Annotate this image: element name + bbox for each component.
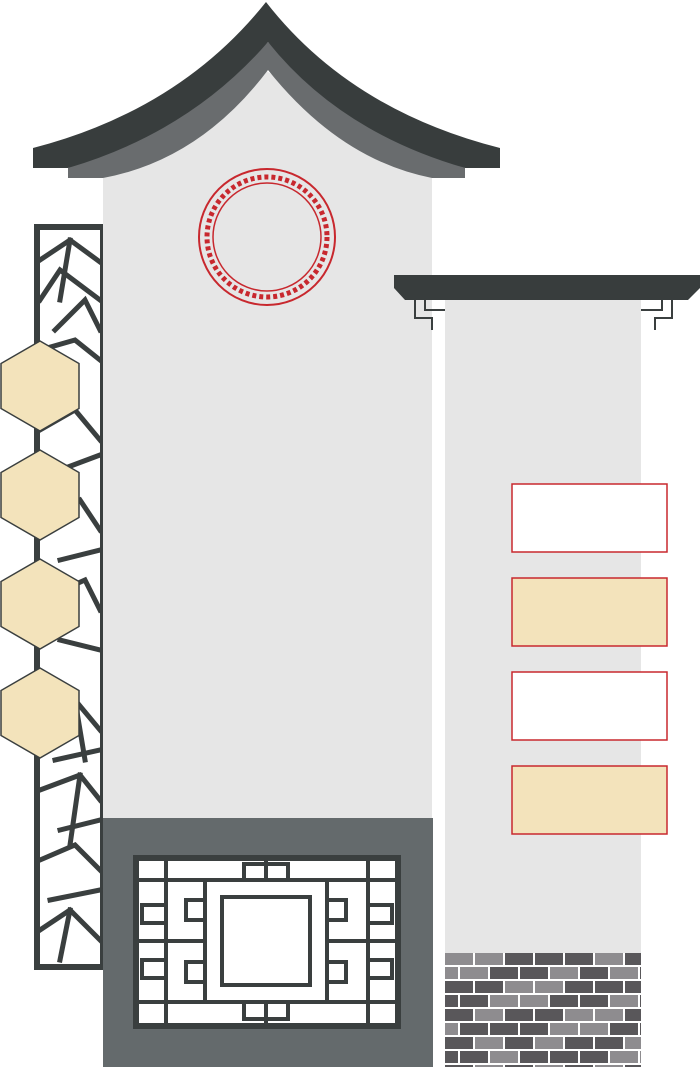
brick bbox=[475, 1065, 503, 1067]
brick bbox=[550, 1051, 578, 1063]
brick bbox=[475, 1009, 503, 1021]
brick bbox=[580, 1023, 608, 1035]
brick bbox=[505, 953, 533, 965]
brick bbox=[520, 995, 548, 1007]
brick bbox=[460, 967, 488, 979]
brick bbox=[595, 1065, 623, 1067]
brick bbox=[475, 953, 503, 965]
brick bbox=[595, 1037, 623, 1049]
brick bbox=[490, 1023, 518, 1035]
brick bbox=[520, 1051, 548, 1063]
brick bbox=[625, 981, 641, 993]
brick bbox=[625, 1065, 641, 1067]
brick bbox=[580, 1051, 608, 1063]
brick bbox=[595, 1009, 623, 1021]
tall-wall-panel bbox=[103, 70, 432, 820]
brick bbox=[550, 995, 578, 1007]
sign-panel-4 bbox=[511, 765, 668, 835]
brick bbox=[505, 981, 533, 993]
sign-panel-1 bbox=[511, 483, 668, 553]
brick bbox=[535, 1009, 563, 1021]
brick bbox=[640, 995, 641, 1007]
brick bbox=[595, 953, 623, 965]
brick bbox=[535, 981, 563, 993]
brick bbox=[445, 1065, 473, 1067]
brick bbox=[445, 1009, 473, 1021]
brick bbox=[580, 967, 608, 979]
brick bbox=[445, 1023, 458, 1035]
brick bbox=[490, 1051, 518, 1063]
brick bbox=[535, 1065, 563, 1067]
brick bbox=[640, 1051, 641, 1063]
hexagon-group bbox=[0, 340, 80, 759]
brick bbox=[445, 981, 473, 993]
brick bbox=[490, 995, 518, 1007]
curved-roof bbox=[33, 2, 500, 178]
brick bbox=[640, 967, 641, 979]
brick bbox=[550, 1023, 578, 1035]
lattice-window bbox=[133, 855, 401, 1029]
hexagon-4 bbox=[0, 667, 80, 759]
hexagon-3 bbox=[0, 558, 80, 650]
brick-base bbox=[445, 953, 641, 1067]
brick bbox=[460, 995, 488, 1007]
brick bbox=[565, 1037, 593, 1049]
brick bbox=[565, 981, 593, 993]
brick bbox=[445, 1051, 458, 1063]
brick bbox=[460, 1023, 488, 1035]
brick bbox=[625, 1009, 641, 1021]
brick bbox=[505, 1037, 533, 1049]
brick bbox=[475, 981, 503, 993]
sign-panel-group bbox=[511, 483, 668, 835]
brick bbox=[475, 1037, 503, 1049]
brick bbox=[445, 967, 458, 979]
brick bbox=[505, 1009, 533, 1021]
brick bbox=[625, 1037, 641, 1049]
circular-window-ornament bbox=[198, 168, 336, 306]
brick bbox=[490, 967, 518, 979]
brick bbox=[640, 1023, 641, 1035]
brick bbox=[445, 953, 473, 965]
brick bbox=[610, 1023, 638, 1035]
brick bbox=[460, 1051, 488, 1063]
brick bbox=[595, 981, 623, 993]
brick bbox=[445, 1037, 473, 1049]
sign-panel-2 bbox=[511, 577, 668, 647]
brick bbox=[610, 995, 638, 1007]
sign-panel-3 bbox=[511, 671, 668, 741]
brick bbox=[565, 1009, 593, 1021]
brick bbox=[505, 1065, 533, 1067]
brick bbox=[610, 1051, 638, 1063]
brick bbox=[580, 995, 608, 1007]
brick bbox=[535, 953, 563, 965]
brick bbox=[565, 953, 593, 965]
hexagon-1 bbox=[0, 340, 80, 432]
brick bbox=[535, 1037, 563, 1049]
brick bbox=[550, 967, 578, 979]
flat-roof bbox=[394, 275, 700, 330]
brick bbox=[565, 1065, 593, 1067]
brick bbox=[520, 1023, 548, 1035]
hexagon-2 bbox=[0, 449, 80, 541]
brick bbox=[625, 953, 641, 965]
brick bbox=[445, 995, 458, 1007]
brick bbox=[610, 967, 638, 979]
brick bbox=[520, 967, 548, 979]
